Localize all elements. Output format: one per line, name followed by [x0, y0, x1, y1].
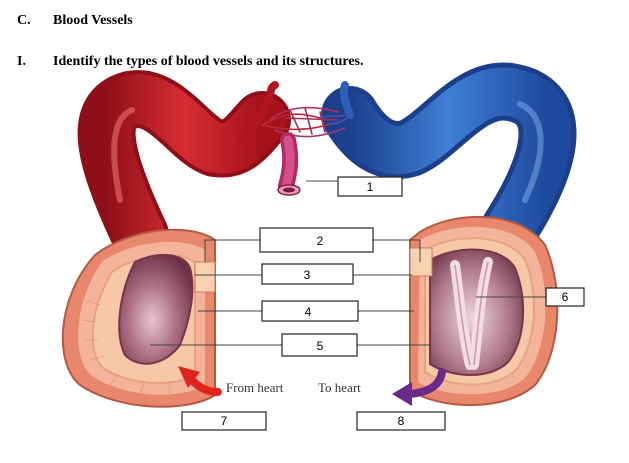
- label-text-8: 8: [398, 414, 405, 428]
- question-text: Identify the types of blood vessels and …: [53, 54, 364, 69]
- artery-flow-arrow: [178, 366, 222, 396]
- label-box-4[interactable]: 4: [261, 300, 359, 322]
- vein-cross-section: [409, 215, 559, 407]
- to-heart-caption: To heart: [318, 380, 361, 395]
- label-text-1: 1: [367, 180, 374, 194]
- label-text-5: 5: [317, 339, 324, 353]
- label-box-1[interactable]: 1: [337, 176, 403, 197]
- label-box-2[interactable]: 2: [259, 227, 374, 253]
- label-box-7[interactable]: 7: [181, 411, 267, 431]
- capillary-tube: [277, 132, 301, 196]
- artery-cross-section: [61, 228, 216, 408]
- vein-flow-arrow: [392, 368, 446, 406]
- label-box-3[interactable]: 3: [261, 263, 354, 285]
- leader-lines: [150, 180, 546, 346]
- label-box-8[interactable]: 8: [356, 411, 446, 431]
- label-box-6[interactable]: 6: [545, 287, 585, 307]
- label-text-6: 6: [562, 290, 569, 304]
- from-heart-caption: From heart: [226, 380, 284, 395]
- section-title: Blood Vessels: [53, 13, 133, 28]
- artery-vessel: [77, 70, 291, 264]
- label-text-3: 3: [304, 268, 311, 282]
- question-number: I.: [17, 54, 26, 69]
- section-letter: C.: [17, 13, 31, 28]
- capillary-network: [261, 106, 351, 138]
- label-text-7: 7: [221, 414, 228, 428]
- label-box-5[interactable]: 5: [281, 333, 358, 357]
- label-text-2: 2: [317, 234, 324, 248]
- label-text-4: 4: [305, 305, 312, 319]
- vein-vessel: [321, 62, 577, 257]
